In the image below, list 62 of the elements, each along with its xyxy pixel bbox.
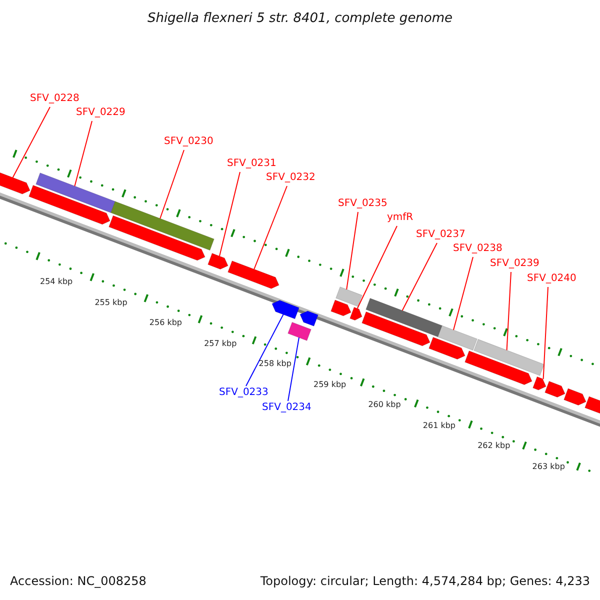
gene-bar: [36, 172, 116, 214]
scale-label: 261 kbp: [422, 422, 456, 430]
scale-label: 257 kbp: [204, 340, 237, 348]
gene-bar: [366, 298, 442, 338]
leader-line: [346, 212, 358, 290]
scale-label: 254 kbp: [40, 278, 73, 286]
gene-label: SFV_0232: [266, 173, 316, 183]
gene-label: SFV_0229: [76, 108, 126, 118]
gene-block: [0, 170, 30, 194]
leader-line: [254, 186, 288, 270]
gene-label: SFV_0228: [30, 94, 80, 104]
gene-block: [428, 336, 466, 360]
gene-label: SFV_0238: [453, 244, 502, 254]
leader-line: [402, 242, 438, 311]
gene-bar: [474, 338, 544, 376]
scale-label: 259 kbp: [314, 380, 346, 388]
scale-label: 260 kbp: [368, 401, 401, 409]
gene-label: SFV_0239: [490, 259, 540, 269]
gene-label: ymfR: [387, 213, 414, 223]
gene-label: SFV_0234: [262, 403, 312, 413]
gene-block: [350, 306, 362, 321]
accession-label: Accession: NC_008258: [10, 575, 146, 587]
leader-line: [219, 172, 240, 257]
gene-block: [584, 396, 600, 416]
gene-block: [564, 388, 586, 406]
gene-label: SFV_0235: [338, 199, 388, 209]
gene-block: [300, 310, 318, 326]
scale-label: 263 kbp: [532, 462, 565, 470]
gene-block: [464, 350, 532, 386]
leader-line: [12, 106, 50, 178]
gene-bar: [110, 201, 214, 251]
gene-label: SFV_0230: [164, 137, 214, 147]
gene-label: SFV_0231: [227, 159, 276, 169]
gene-block: [228, 260, 280, 289]
gene-label: SFV_0233: [219, 388, 268, 398]
gene-block: [108, 215, 206, 261]
leader-line: [453, 256, 474, 330]
gene-block: [208, 252, 228, 270]
leader-line: [74, 120, 92, 187]
scale-label: 262 kbp: [478, 442, 510, 450]
gene-block: [532, 376, 546, 390]
gene-bar: [336, 286, 362, 307]
leader-line: [542, 286, 548, 380]
genome-info-label: Topology: circular; Length: 4,574,284 bp; Genes: 4,233: [260, 575, 590, 587]
scale-label: 256 kbp: [149, 319, 182, 327]
gene-block: [272, 300, 300, 320]
gene-label: SFV_0240: [527, 274, 576, 284]
leader-line: [506, 272, 512, 351]
leader-line: [246, 314, 284, 386]
scale-label: 258 kbp: [258, 360, 292, 368]
gene-block: [330, 300, 352, 316]
leader-line: [356, 226, 398, 309]
gene-block: [362, 311, 430, 346]
scale-label: 255 kbp: [94, 298, 128, 306]
gene-block: [28, 184, 110, 225]
gene-block: [544, 380, 566, 398]
gene-label: SFV_0237: [416, 230, 466, 240]
title: Shigella flexneri 5 str. 8401, complete genome: [146, 11, 454, 26]
leader-line: [288, 337, 300, 402]
gene-bar: [438, 325, 478, 351]
gene-bar: [288, 322, 312, 341]
leader-line: [160, 150, 184, 219]
